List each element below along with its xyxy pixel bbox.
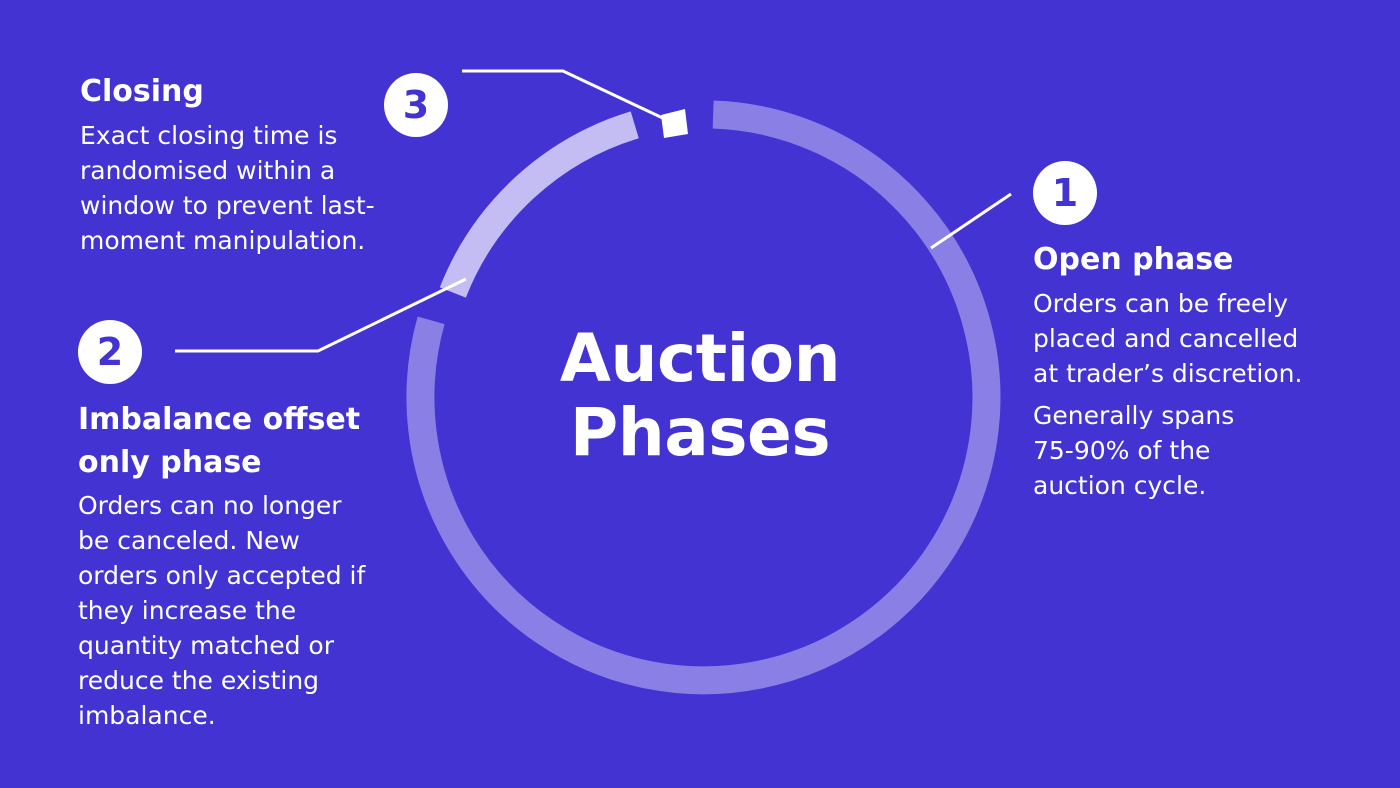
phase-2-description-line: be canceled. New bbox=[78, 526, 300, 555]
phase-2-description-line: imbalance. bbox=[78, 701, 216, 730]
phase-2-description-line: Orders can no longer bbox=[78, 491, 342, 520]
connector-closing bbox=[462, 69, 670, 123]
phase-2-description-line: orders only accepted if bbox=[78, 561, 366, 590]
phase-1-note: Generally spans 75-90% of the auction cy… bbox=[1033, 398, 1234, 503]
phase-3-description-line: moment manipulation. bbox=[80, 226, 366, 255]
phase-2-title: Imbalance offset only phase bbox=[78, 398, 360, 484]
phase-1-description-line: Orders can be freely bbox=[1033, 289, 1289, 318]
closing-marker bbox=[661, 109, 688, 138]
phase-1-description-line: at trader’s discretion. bbox=[1033, 359, 1303, 388]
phase-1-title: Open phase bbox=[1033, 238, 1233, 281]
phase-1-title-line: Open phase bbox=[1033, 242, 1234, 277]
phase-1-description-line: placed and cancelled bbox=[1033, 324, 1299, 353]
phase-1-note-line: Generally spans bbox=[1033, 401, 1235, 430]
phase-2-description-line: reduce the existing bbox=[78, 666, 320, 695]
connector-imbalance-phase bbox=[175, 277, 467, 353]
imbalance-phase-arc bbox=[439, 111, 639, 298]
phase-2-description-line: quantity matched or bbox=[78, 631, 335, 660]
connector-open-phase bbox=[930, 192, 1012, 250]
phase-3-badge: 3 bbox=[384, 73, 448, 137]
open-phase-arc bbox=[406, 100, 1001, 695]
phase-2-description: Orders can no longer be canceled. New or… bbox=[78, 488, 365, 733]
phase-3-description-line: randomised within a bbox=[80, 156, 336, 185]
center-title-line: Phases bbox=[569, 394, 831, 471]
center-title-line: Auction bbox=[559, 320, 841, 397]
phase-3-title: Closing bbox=[80, 70, 204, 113]
phase-3-title-line: Closing bbox=[80, 74, 204, 109]
phase-3-description-line: Exact closing time is bbox=[80, 121, 338, 150]
center-title: Auction Phases bbox=[500, 322, 900, 470]
phase-1-badge: 1 bbox=[1033, 161, 1097, 225]
phase-1-description: Orders can be freely placed and cancelle… bbox=[1033, 286, 1302, 391]
phase-2-title-line: Imbalance offset bbox=[78, 402, 361, 437]
phase-2-badge: 2 bbox=[78, 320, 142, 384]
phase-2-description-line: they increase the bbox=[78, 596, 297, 625]
phase-3-description-line: window to prevent last- bbox=[80, 191, 375, 220]
phase-3-description: Exact closing time is randomised within … bbox=[80, 118, 375, 258]
phase-2-title-line: only phase bbox=[78, 445, 262, 480]
phase-1-note-line: auction cycle. bbox=[1033, 471, 1207, 500]
phase-1-note-line: 75-90% of the bbox=[1033, 436, 1211, 465]
